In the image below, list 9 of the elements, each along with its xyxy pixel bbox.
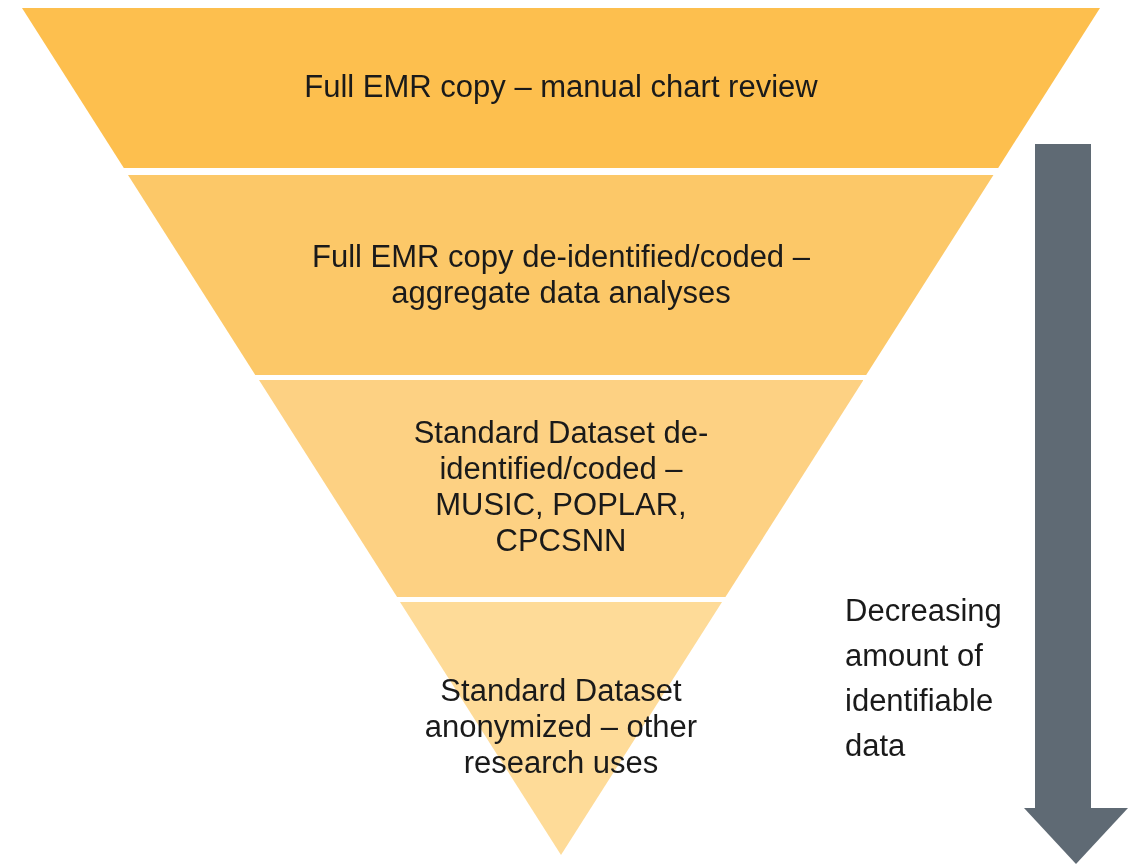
note-text: Decreasing amount of identifiable data <box>845 592 1003 765</box>
funnel-band <box>128 175 994 375</box>
band-text: Full EMR copy de-identified/coded – aggregate data analyses <box>311 239 811 311</box>
band-text: Standard Dataset anonymized – other research uses <box>423 673 699 781</box>
funnel-band <box>258 380 864 597</box>
funnel-band <box>400 602 722 855</box>
band-text: Standard Dataset de-identified/coded – MUSIC, POPLAR, CPCSNN <box>412 415 710 559</box>
band-text: Full EMR copy – manual chart review <box>303 69 819 105</box>
funnel-band <box>22 8 1100 168</box>
